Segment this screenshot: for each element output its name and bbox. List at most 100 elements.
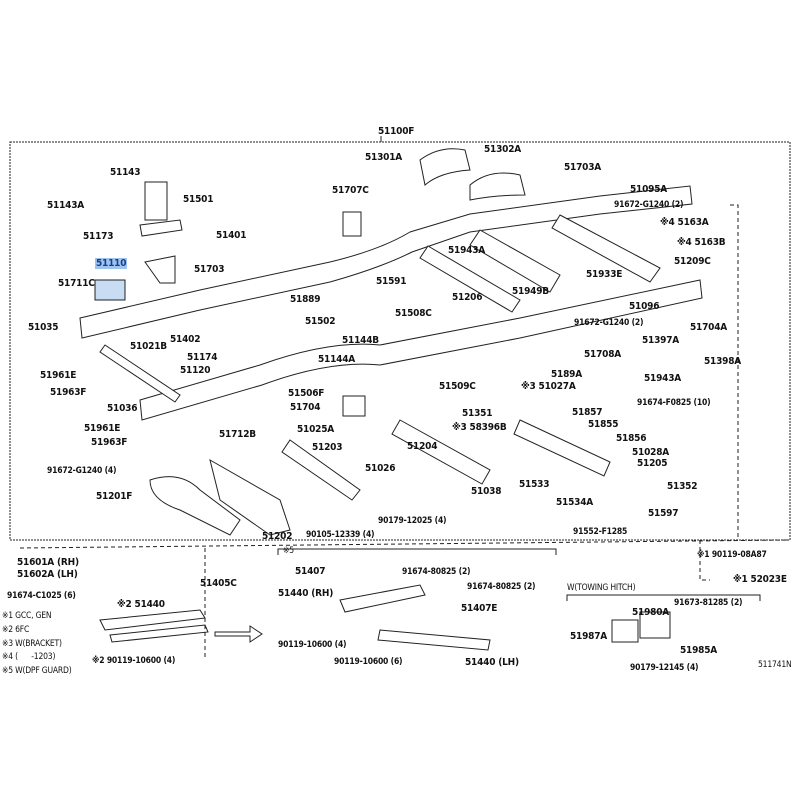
part-label[interactable]: 51351	[462, 408, 493, 419]
part-label[interactable]: 91673-81285 (2)	[674, 598, 743, 608]
part-label[interactable]: 90119-10600 (4)	[278, 640, 347, 650]
part-label[interactable]: 51704A	[690, 322, 728, 333]
part-label[interactable]: 51203	[312, 442, 343, 453]
crossmember-51204	[391, 419, 491, 485]
part-label[interactable]: 51021B	[130, 341, 167, 352]
part-label[interactable]: 51508C	[395, 308, 432, 319]
part-label[interactable]: 51506F	[288, 388, 325, 399]
part-label[interactable]: 51855	[588, 419, 619, 430]
part-label[interactable]: 51707C	[332, 185, 369, 196]
part-label[interactable]: 51502	[305, 316, 336, 327]
part-label[interactable]: 51889	[290, 294, 321, 305]
part-label[interactable]: 51143	[110, 167, 141, 178]
part-label-highlighted[interactable]: 51110	[95, 258, 128, 269]
part-label[interactable]: 51712B	[219, 429, 256, 440]
part-label[interactable]: 91674-80825 (2)	[467, 582, 536, 592]
part-label[interactable]: 51202	[262, 531, 293, 542]
part-label[interactable]: 90179-12025 (4)	[378, 516, 447, 526]
part-label[interactable]: 51704	[290, 402, 321, 413]
part-label[interactable]: 51352	[667, 481, 698, 492]
part-label[interactable]: 51174	[187, 352, 218, 363]
part-51440-guard	[99, 609, 209, 643]
part-label[interactable]: 51402	[170, 334, 201, 345]
part-label[interactable]: 51095A	[630, 184, 668, 195]
part-label[interactable]: 51204	[407, 441, 438, 452]
part-label[interactable]: 5189A	[551, 369, 583, 380]
part-label[interactable]: 51943A	[644, 373, 682, 384]
part-label[interactable]: ※4 5163B	[677, 237, 726, 248]
part-label[interactable]: 51038	[471, 486, 502, 497]
part-label[interactable]: 51949B	[512, 286, 549, 297]
part-label[interactable]: 51025A	[297, 424, 335, 435]
part-label[interactable]: 51987A	[570, 631, 608, 642]
part-label[interactable]: 51601A (RH)	[17, 557, 79, 568]
part-label[interactable]: 51209C	[674, 256, 711, 267]
part-label[interactable]: ※2 51440	[117, 599, 165, 610]
part-label[interactable]: 51120	[180, 365, 211, 376]
part-label[interactable]: 51407	[295, 566, 326, 577]
part-label[interactable]: 51144A	[318, 354, 356, 365]
part-label[interactable]: 51143A	[47, 200, 85, 211]
part-label[interactable]: 91552-F1285	[573, 527, 628, 537]
part-label[interactable]: 51398A	[704, 356, 742, 367]
part-label[interactable]: 90119-10600 (6)	[334, 657, 403, 667]
part-label[interactable]: 51533	[519, 479, 550, 490]
part-label[interactable]: 51980A	[632, 607, 670, 618]
part-label[interactable]: ※4 5163A	[660, 217, 709, 228]
part-label[interactable]: 51961E	[84, 423, 121, 434]
part-label[interactable]: 51509C	[439, 381, 476, 392]
part-label[interactable]: 90179-12145 (4)	[630, 663, 699, 673]
part-label[interactable]: 51205	[637, 458, 668, 469]
part-label[interactable]: 51144B	[342, 335, 379, 346]
part-label[interactable]: 51597	[648, 508, 679, 519]
part-label[interactable]: ※1 52023E	[733, 574, 787, 585]
part-label[interactable]: 91672-G1240 (4)	[47, 466, 117, 476]
part-label[interactable]: 51602A (LH)	[17, 569, 78, 580]
part-label[interactable]: 91674-C1025 (6)	[7, 591, 76, 601]
part-label[interactable]: 91674-F0825 (10)	[637, 398, 711, 408]
part-label[interactable]: 91672-G1240 (2)	[574, 318, 644, 328]
variant-marker: ※5	[283, 546, 294, 556]
part-label[interactable]: 51711C	[58, 278, 95, 289]
part-51980a	[639, 611, 671, 639]
part-label[interactable]: ※1 90119-08A87	[697, 550, 767, 560]
part-label[interactable]: 51036	[107, 403, 138, 414]
part-label[interactable]: 51963F	[91, 437, 128, 448]
part-label[interactable]: 51173	[83, 231, 114, 242]
part-label[interactable]: 51201F	[96, 491, 133, 502]
part-label[interactable]: 51933E	[586, 269, 623, 280]
part-label[interactable]: 51405C	[200, 578, 237, 589]
part-label[interactable]: 51708A	[584, 349, 622, 360]
part-label[interactable]: 51440 (LH)	[465, 657, 519, 668]
part-label[interactable]: 51440 (RH)	[278, 588, 334, 599]
dashed-guide-right	[730, 204, 739, 540]
part-label[interactable]: 51206	[452, 292, 483, 303]
part-label[interactable]: 91672-G1240 (2)	[614, 200, 684, 210]
part-label[interactable]: 51943A	[448, 245, 486, 256]
part-label[interactable]: 51985A	[680, 645, 718, 656]
part-label[interactable]: 51096	[629, 301, 660, 312]
part-label[interactable]: 51301A	[365, 152, 403, 163]
part-label[interactable]: ※3 58396B	[452, 422, 507, 433]
part-label[interactable]: 51963F	[50, 387, 87, 398]
part-label[interactable]: 51703	[194, 264, 225, 275]
part-label[interactable]: ※3 51027A	[521, 381, 576, 392]
part-label[interactable]: 91674-80825 (2)	[402, 567, 471, 577]
part-label[interactable]: 51302A	[484, 144, 522, 155]
part-label[interactable]: ※2 90119-10600 (4)	[92, 656, 176, 666]
part-label[interactable]: 51534A	[556, 497, 594, 508]
part-label[interactable]: 51026	[365, 463, 396, 474]
part-label[interactable]: 51856	[616, 433, 647, 444]
part-label[interactable]: 90105-12339 (4)	[306, 530, 375, 540]
part-label[interactable]: 51397A	[642, 335, 680, 346]
part-label[interactable]: 51703A	[564, 162, 602, 173]
part-label[interactable]: 51501	[183, 194, 214, 205]
part-label[interactable]: 51407E	[461, 603, 498, 614]
part-label[interactable]: 51961E	[40, 370, 77, 381]
part-label[interactable]: 51857	[572, 407, 603, 418]
part-label[interactable]: 51028A	[632, 447, 670, 458]
part-label[interactable]: 51035	[28, 322, 59, 333]
part-label[interactable]: 51591	[376, 276, 407, 287]
part-label[interactable]: 51401	[216, 230, 247, 241]
